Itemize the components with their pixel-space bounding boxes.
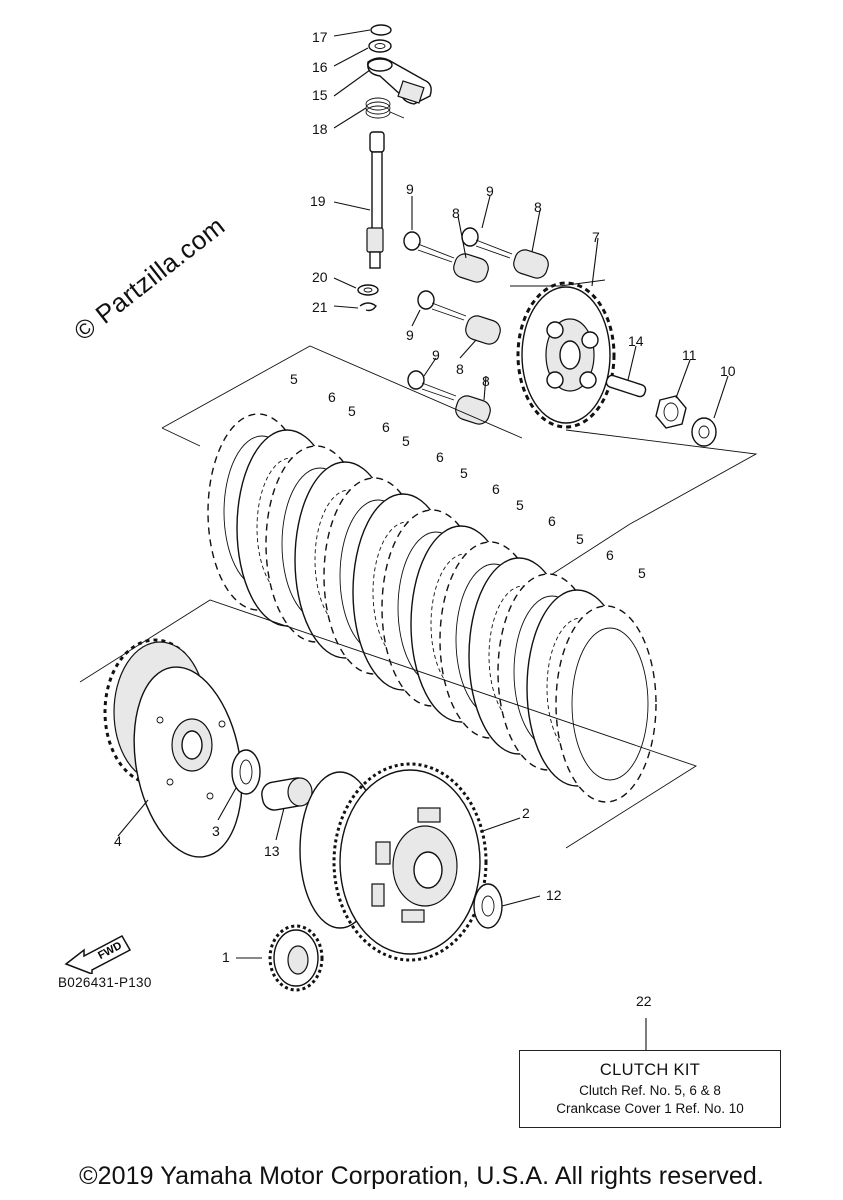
callout-20: 20 bbox=[312, 269, 328, 285]
clutch-housing bbox=[299, 762, 488, 962]
friction-plate bbox=[555, 605, 657, 803]
clutch-plate-stack bbox=[207, 413, 657, 803]
callout-3: 3 bbox=[212, 823, 220, 839]
callout-9d: 9 bbox=[432, 347, 440, 363]
diagram-code: B026431-P130 bbox=[58, 975, 152, 990]
callout-7: 7 bbox=[592, 229, 600, 245]
callout-13: 13 bbox=[264, 843, 280, 859]
callout-9a: 9 bbox=[406, 181, 414, 197]
callout-8c: 8 bbox=[456, 361, 464, 377]
kit-line-2: Crankcase Cover 1 Ref. No. 10 bbox=[556, 1101, 744, 1116]
clutch-kit-box: CLUTCH KIT Clutch Ref. No. 5, 6 & 8 Cran… bbox=[519, 1050, 781, 1128]
clutch-boss bbox=[103, 638, 243, 858]
callout-5d: 5 bbox=[460, 465, 468, 481]
callout-4: 4 bbox=[114, 833, 122, 849]
callout-8d: 8 bbox=[482, 373, 490, 389]
kit-title: CLUTCH KIT bbox=[599, 1061, 701, 1079]
callout-18: 18 bbox=[312, 121, 328, 137]
callout-8b: 8 bbox=[534, 199, 542, 215]
copyright-notice: ©2019 Yamaha Motor Corporation, U.S.A. A… bbox=[79, 1162, 764, 1190]
callout-17: 17 bbox=[312, 29, 328, 45]
callout-5e: 5 bbox=[516, 497, 524, 513]
callout-11: 11 bbox=[682, 347, 697, 363]
pressure-plate-assembly bbox=[403, 227, 717, 447]
callout-16: 16 bbox=[312, 59, 328, 75]
spacer-bushing bbox=[261, 777, 313, 811]
callout-12: 12 bbox=[546, 887, 562, 903]
callout-5c: 5 bbox=[402, 433, 410, 449]
callout-2: 2 bbox=[522, 805, 530, 821]
leader-lines bbox=[117, 29, 729, 1050]
plate-inner-edge bbox=[571, 627, 649, 781]
callout-10: 10 bbox=[720, 363, 736, 379]
primary-drive-gear bbox=[268, 924, 324, 992]
callout-6a: 6 bbox=[328, 389, 336, 405]
callout-6f: 6 bbox=[606, 547, 614, 563]
callout-labels: 17 16 15 18 19 20 21 9 9 8 8 7 9 8 9 8 1… bbox=[114, 29, 736, 1009]
plate-stack-bracket bbox=[161, 345, 631, 583]
callout-14: 14 bbox=[628, 333, 644, 349]
callout-6d: 6 bbox=[492, 481, 500, 497]
callout-6b: 6 bbox=[382, 419, 390, 435]
housing-washer bbox=[473, 883, 503, 929]
callout-5f: 5 bbox=[576, 531, 584, 547]
callout-5a: 5 bbox=[290, 371, 298, 387]
callout-6e: 6 bbox=[548, 513, 556, 529]
callout-8a: 8 bbox=[452, 205, 460, 221]
callout-9b: 9 bbox=[486, 183, 494, 199]
kit-line-1: Clutch Ref. No. 5, 6 & 8 bbox=[579, 1083, 721, 1098]
thrust-washer bbox=[231, 749, 261, 795]
forward-arrow-icon: FWD bbox=[64, 934, 132, 974]
callout-19: 19 bbox=[310, 193, 326, 209]
push-lever-assembly bbox=[357, 24, 432, 312]
callout-22: 22 bbox=[636, 993, 652, 1009]
callout-15: 15 bbox=[312, 87, 328, 103]
callout-5g: 5 bbox=[638, 565, 646, 581]
callout-5b: 5 bbox=[348, 403, 356, 419]
callout-9c: 9 bbox=[406, 327, 414, 343]
callout-6c: 6 bbox=[436, 449, 444, 465]
callout-21: 21 bbox=[312, 299, 328, 315]
callout-1: 1 bbox=[222, 949, 230, 965]
